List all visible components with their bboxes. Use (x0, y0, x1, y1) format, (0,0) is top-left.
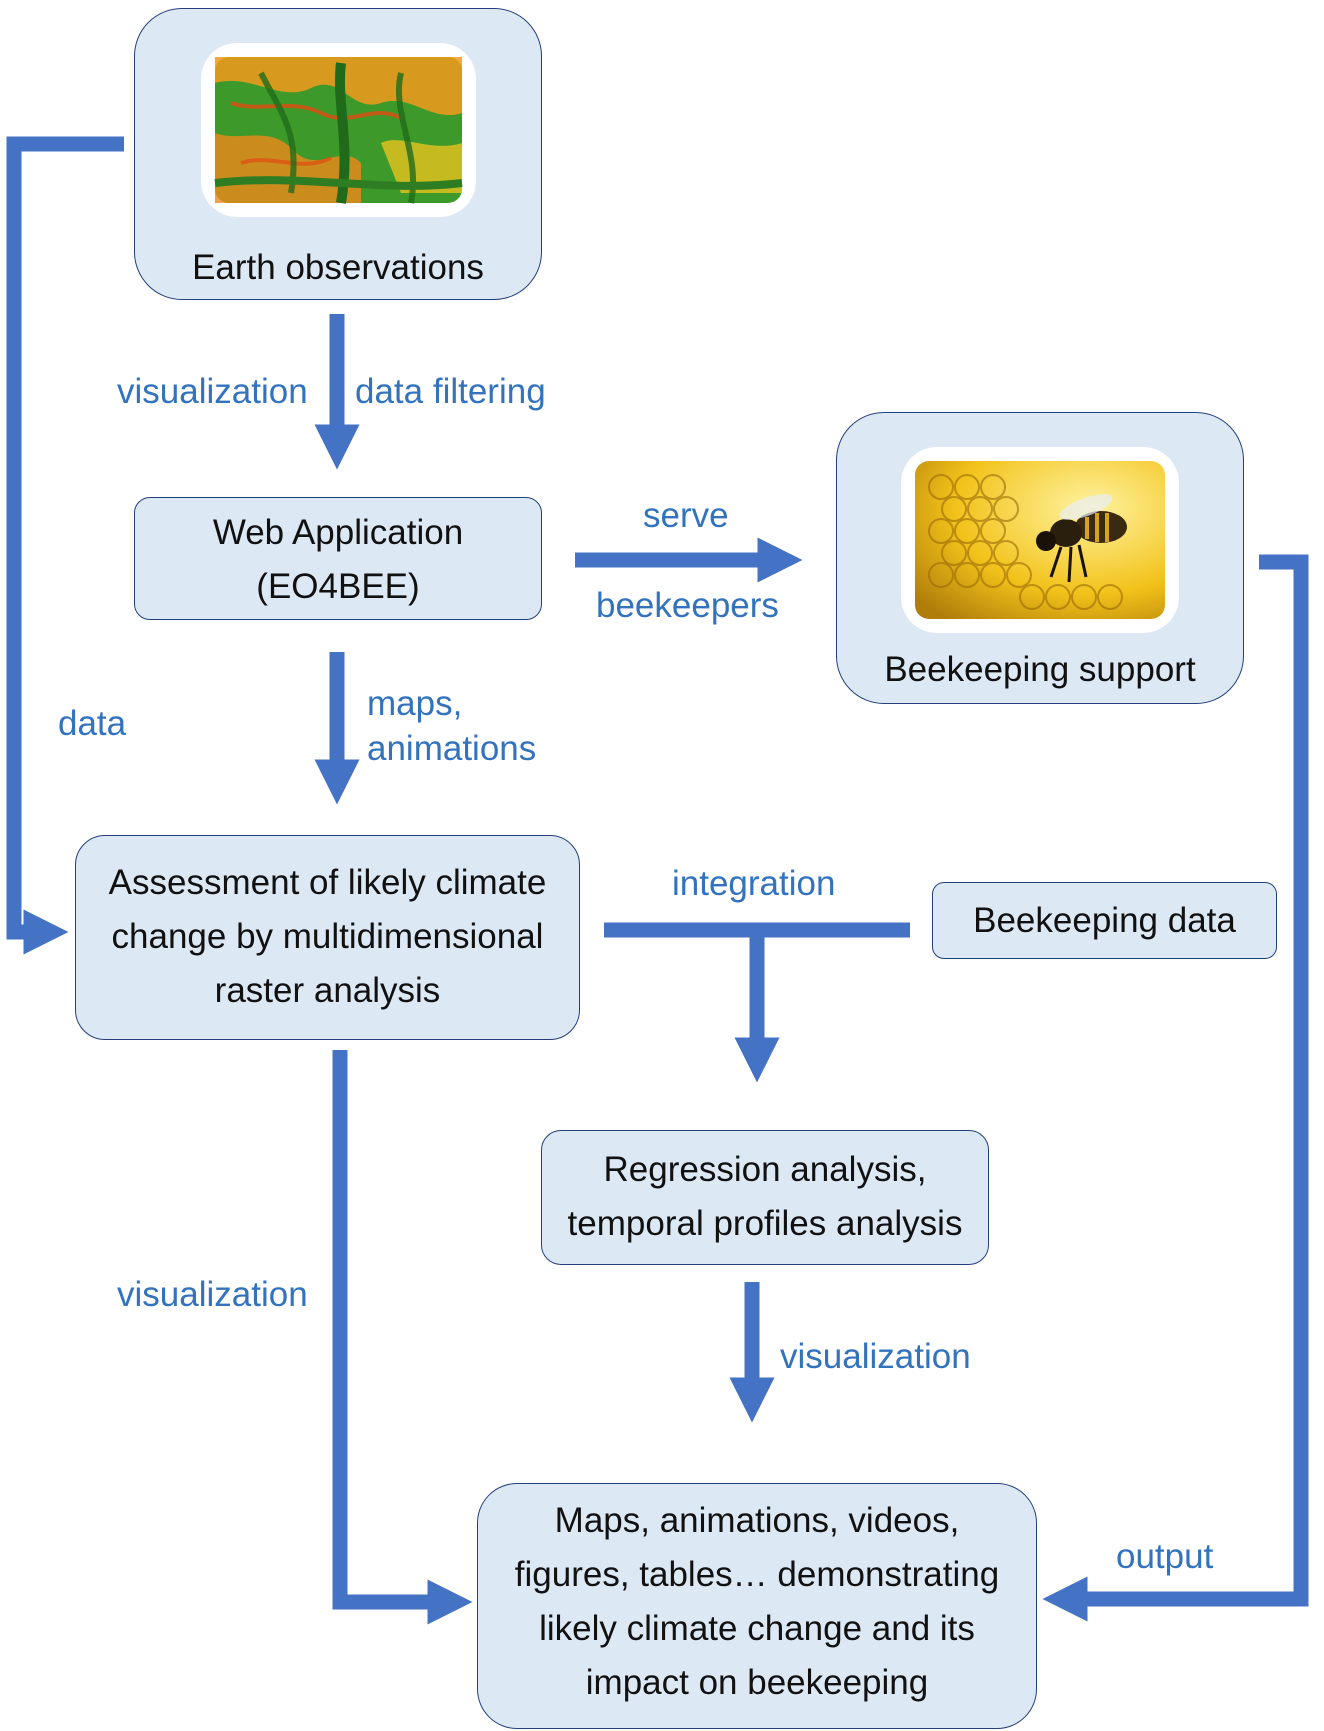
node-beekeeping-data-label: Beekeeping data (973, 901, 1236, 940)
node-outputs-line2: figures, tables… demonstrating (514, 1555, 1000, 1594)
label-data: data (58, 704, 127, 743)
node-beekeeping-support-label: Beekeeping support (884, 650, 1196, 689)
label-visualization-mid: visualization (780, 1337, 971, 1376)
earth-satellite-image (201, 43, 476, 217)
node-outputs-line4: impact on beekeeping (585, 1663, 929, 1702)
node-assessment-line3: raster analysis (214, 971, 441, 1010)
node-web-application: Web Application (EO4BEE) (134, 497, 542, 620)
bee-honeycomb-image (901, 447, 1179, 633)
node-regression: Regression analysis, temporal profiles a… (541, 1130, 989, 1265)
label-animations: animations (367, 729, 537, 768)
node-assessment-line1: Assessment of likely climate (108, 863, 547, 902)
label-output: output (1116, 1537, 1214, 1576)
node-assessment: Assessment of likely climate change by m… (75, 835, 580, 1040)
label-beekeepers: beekeepers (596, 586, 779, 625)
node-outputs: Maps, animations, videos, figures, table… (477, 1483, 1037, 1729)
node-regression-line2: temporal profiles analysis (567, 1204, 963, 1243)
node-assessment-line2: change by multidimensional (111, 917, 544, 956)
node-web-application-line2: (EO4BEE) (256, 567, 420, 606)
label-data-filtering: data filtering (355, 372, 546, 411)
label-visualization-top: visualization (117, 372, 308, 411)
node-outputs-line3: likely climate change and its (539, 1609, 975, 1648)
node-beekeeping-data: Beekeeping data (932, 882, 1277, 959)
arrow-assessment-to-outputs (332, 1050, 473, 1625)
node-web-application-line1: Web Application (212, 513, 464, 552)
label-integration: integration (672, 864, 836, 903)
label-visualization-left: visualization (117, 1275, 308, 1314)
arrow-earth-data-to-assessment (6, 136, 124, 955)
node-outputs-line1: Maps, animations, videos, (554, 1501, 960, 1540)
node-regression-line1: Regression analysis, (603, 1150, 927, 1189)
label-maps: maps, (367, 684, 463, 723)
arrow-beekeeping-output-to-outputs (1042, 554, 1309, 1622)
node-earth-observations-label: Earth observations (192, 248, 484, 287)
label-serve: serve (643, 496, 729, 535)
